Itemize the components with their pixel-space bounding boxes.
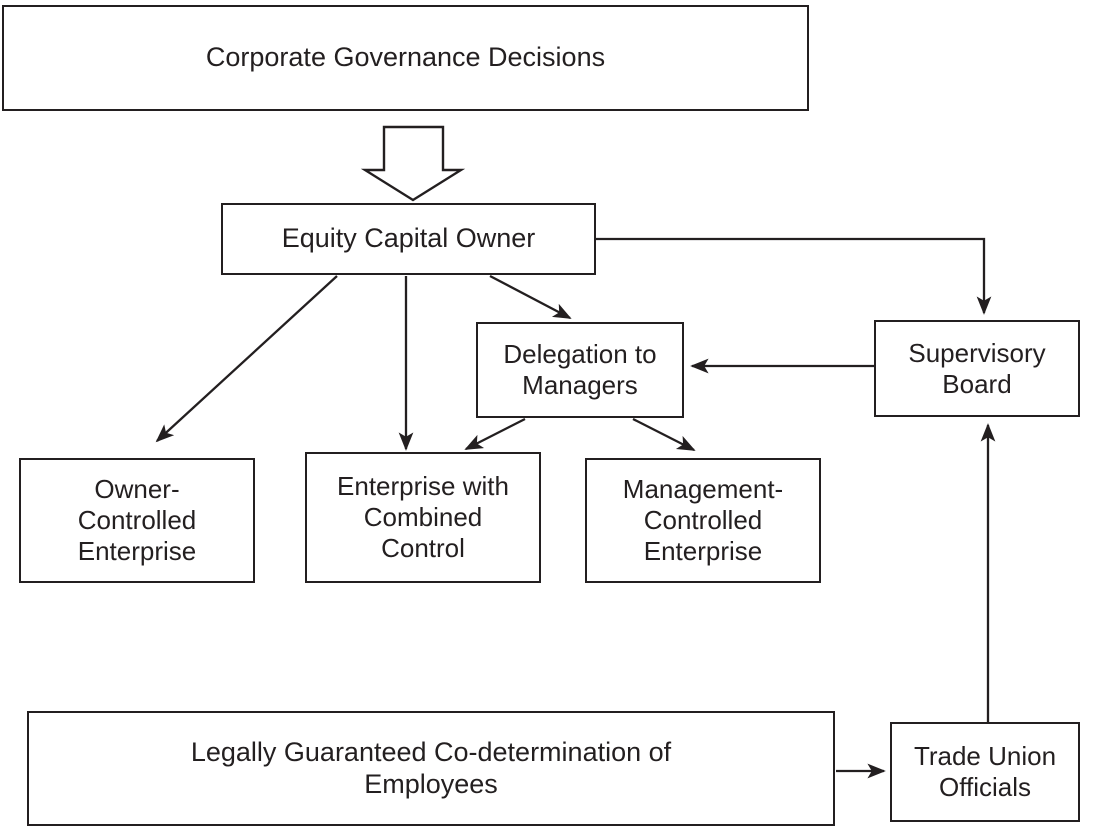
node-equity-capital-owner[interactable]: Equity Capital Owner — [221, 203, 596, 275]
node-trade-union-officials[interactable]: Trade Union Officials — [890, 722, 1080, 822]
node-label: Legally Guaranteed Co-determination of E… — [190, 736, 672, 799]
node-legally-guaranteed-codetermination[interactable]: Legally Guaranteed Co-determination of E… — [27, 711, 835, 826]
node-owner-controlled-enterprise[interactable]: Owner- Controlled Enterprise — [19, 458, 255, 583]
node-label: Trade Union Officials — [913, 741, 1057, 802]
node-management-controlled-enterprise[interactable]: Management- Controlled Enterprise — [585, 458, 821, 583]
node-label: Corporate Governance Decisions — [205, 42, 606, 73]
node-label: Delegation to Managers — [503, 339, 657, 400]
block-arrow-governance-to-equity — [360, 125, 466, 202]
node-delegation-to-managers[interactable]: Delegation to Managers — [476, 322, 684, 418]
arrow-delegation-to-management-controlled — [632, 417, 696, 452]
node-corporate-governance-decisions[interactable]: Corporate Governance Decisions — [2, 5, 809, 111]
arrow-delegation-to-combined-control — [464, 417, 526, 451]
node-enterprise-with-combined-control[interactable]: Enterprise with Combined Control — [305, 452, 541, 583]
arrow-equity-to-owner-controlled — [155, 275, 338, 443]
node-label: Enterprise with Combined Control — [337, 471, 509, 563]
node-label: Supervisory Board — [908, 337, 1046, 399]
node-supervisory-board[interactable]: Supervisory Board — [874, 320, 1080, 417]
node-label: Equity Capital Owner — [281, 223, 536, 254]
node-label: Owner- Controlled Enterprise — [77, 474, 197, 566]
elbow-arrow-equity-to-supervisory — [596, 237, 992, 315]
node-label: Management- Controlled Enterprise — [622, 474, 784, 566]
arrow-equity-to-delegation — [489, 274, 572, 320]
